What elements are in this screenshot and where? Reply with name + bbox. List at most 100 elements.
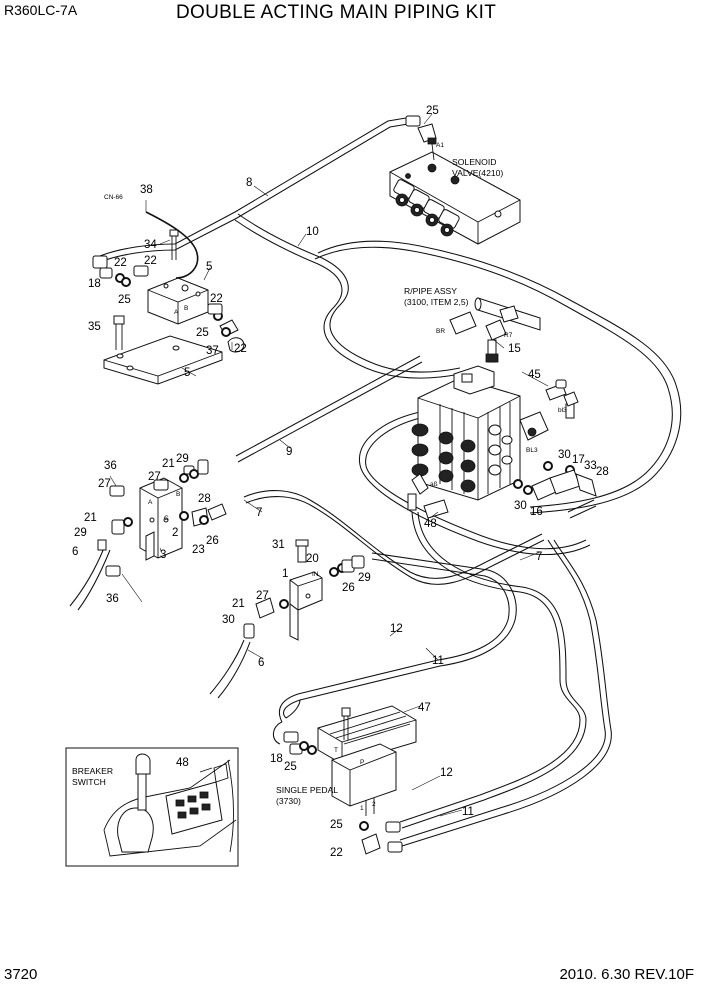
callout: 31 [272, 539, 285, 551]
fitting-46 [407, 473, 449, 519]
callout: 7 [536, 551, 542, 563]
port-br: BR [436, 328, 445, 335]
port-2-pedal: 2 [372, 801, 376, 808]
callout: 22 [114, 257, 127, 269]
revision-date: 2010. 6.30 REV.10F [559, 966, 694, 983]
label-solenoid-1: SOLENOID [452, 157, 496, 167]
callout: 45 [528, 369, 541, 381]
port-a1: A1 [436, 142, 444, 149]
bracket-5 [103, 335, 223, 385]
tube-big-loop [314, 240, 682, 514]
hose-6-right [209, 639, 251, 699]
callout: 29 [176, 453, 189, 465]
callout: 5 [206, 261, 212, 273]
hose-6-left [69, 547, 111, 611]
callout: 22 [330, 847, 343, 859]
callout: 6 [258, 657, 264, 669]
block-3 [139, 477, 183, 561]
model-number: R360LC-7A [4, 2, 78, 18]
callout: 23 [192, 544, 205, 556]
callout: 27 [256, 590, 269, 602]
label-solenoid-2: VALVE(4210) [452, 168, 503, 178]
label-rpipe-1: R/PIPE ASSY [404, 286, 457, 296]
callout: 30 [222, 614, 235, 626]
callout: 21 [84, 512, 97, 524]
rpipe-assy [449, 297, 541, 363]
callout: 29 [74, 527, 87, 539]
callout: 36 [106, 593, 119, 605]
callout: 2 [172, 527, 178, 539]
port-bl3-upper: BL3 [526, 447, 538, 454]
callout: 35 [88, 321, 101, 333]
tube-9 [235, 355, 423, 463]
callout: 11 [432, 655, 444, 667]
callout: 27 [98, 478, 111, 490]
label-breaker-1: BREAKER [72, 766, 113, 776]
callout: 28 [198, 493, 211, 505]
fitting-45 [545, 379, 567, 401]
callout: 26 [342, 582, 355, 594]
fittings-right-valve [513, 391, 597, 501]
bolt-31 [169, 229, 179, 260]
tube-16 [567, 499, 597, 519]
label-pedal-1: SINGLE PEDAL [276, 785, 338, 795]
tube-8-and-7 [243, 490, 545, 585]
callout: 21 [232, 598, 245, 610]
main-control-valve [411, 365, 549, 501]
callout: 38 [140, 184, 153, 196]
callout: 11 [462, 806, 474, 818]
tube-14-13 [278, 552, 517, 723]
callout: 29 [358, 572, 371, 584]
callout: 21 [162, 458, 175, 470]
callout: 22 [210, 293, 223, 305]
callout: 18 [270, 753, 283, 765]
callout: 48 [424, 518, 437, 530]
callout: 8 [246, 177, 252, 189]
callout: 22 [144, 255, 157, 267]
port-1-pedal: 1 [360, 805, 364, 812]
callout: 37 [206, 345, 219, 357]
port-bl3-lower: bl3 [558, 407, 567, 414]
callout: 25 [118, 294, 131, 306]
callout: 3 [160, 549, 166, 561]
port-r7: R7 [504, 332, 513, 339]
callout: 17 [572, 454, 585, 466]
callout: 15 [508, 343, 521, 355]
port-a-beta: aß [430, 481, 438, 488]
callout: 26 [206, 535, 219, 547]
port-b-block3: B [176, 491, 180, 498]
callout: 22 [234, 343, 247, 355]
callout: 36 [104, 460, 117, 472]
tube-12-11-lower [399, 511, 612, 847]
label-rpipe-2: (3100, ITEM 2,5) [404, 297, 469, 307]
label-breaker-2: SWITCH [72, 777, 106, 787]
callout: 5 [184, 367, 190, 379]
callout: 28 [596, 466, 609, 478]
tube-10 [99, 117, 409, 263]
fittings-block-3 [97, 459, 227, 577]
callout: 30 [514, 500, 527, 512]
page-number: 3720 [4, 966, 38, 983]
fittings-pedal [283, 731, 403, 855]
fittings-block-4 [92, 255, 245, 353]
callout: 34 [144, 239, 157, 251]
port-b-block4: B [184, 305, 188, 312]
callout: 27 [148, 471, 161, 483]
callout: 25 [196, 327, 209, 339]
wire-38 [145, 211, 199, 279]
callout: 25 [426, 105, 439, 117]
callout: 20 [306, 553, 319, 565]
port-t-pedal: T [334, 747, 338, 754]
callout: 16 [530, 506, 543, 518]
label-cn66: CN-66 [104, 194, 123, 201]
bolt-35 [113, 315, 125, 350]
label-pedal-2: (3730) [276, 796, 301, 806]
port-c-block3: C [164, 515, 169, 522]
callout: 25 [284, 761, 297, 773]
callout: 12 [440, 767, 453, 779]
callout: 1 [282, 568, 288, 580]
text-labels: SOLENOID VALVE(4210) R/PIPE ASSY (3100, … [72, 142, 567, 812]
port-a-block4: A [174, 309, 179, 316]
callout-numbers: 25 8 38 10 34 5 22 22 18 25 22 35 25 22 … [72, 105, 609, 859]
block-1 [289, 571, 323, 641]
